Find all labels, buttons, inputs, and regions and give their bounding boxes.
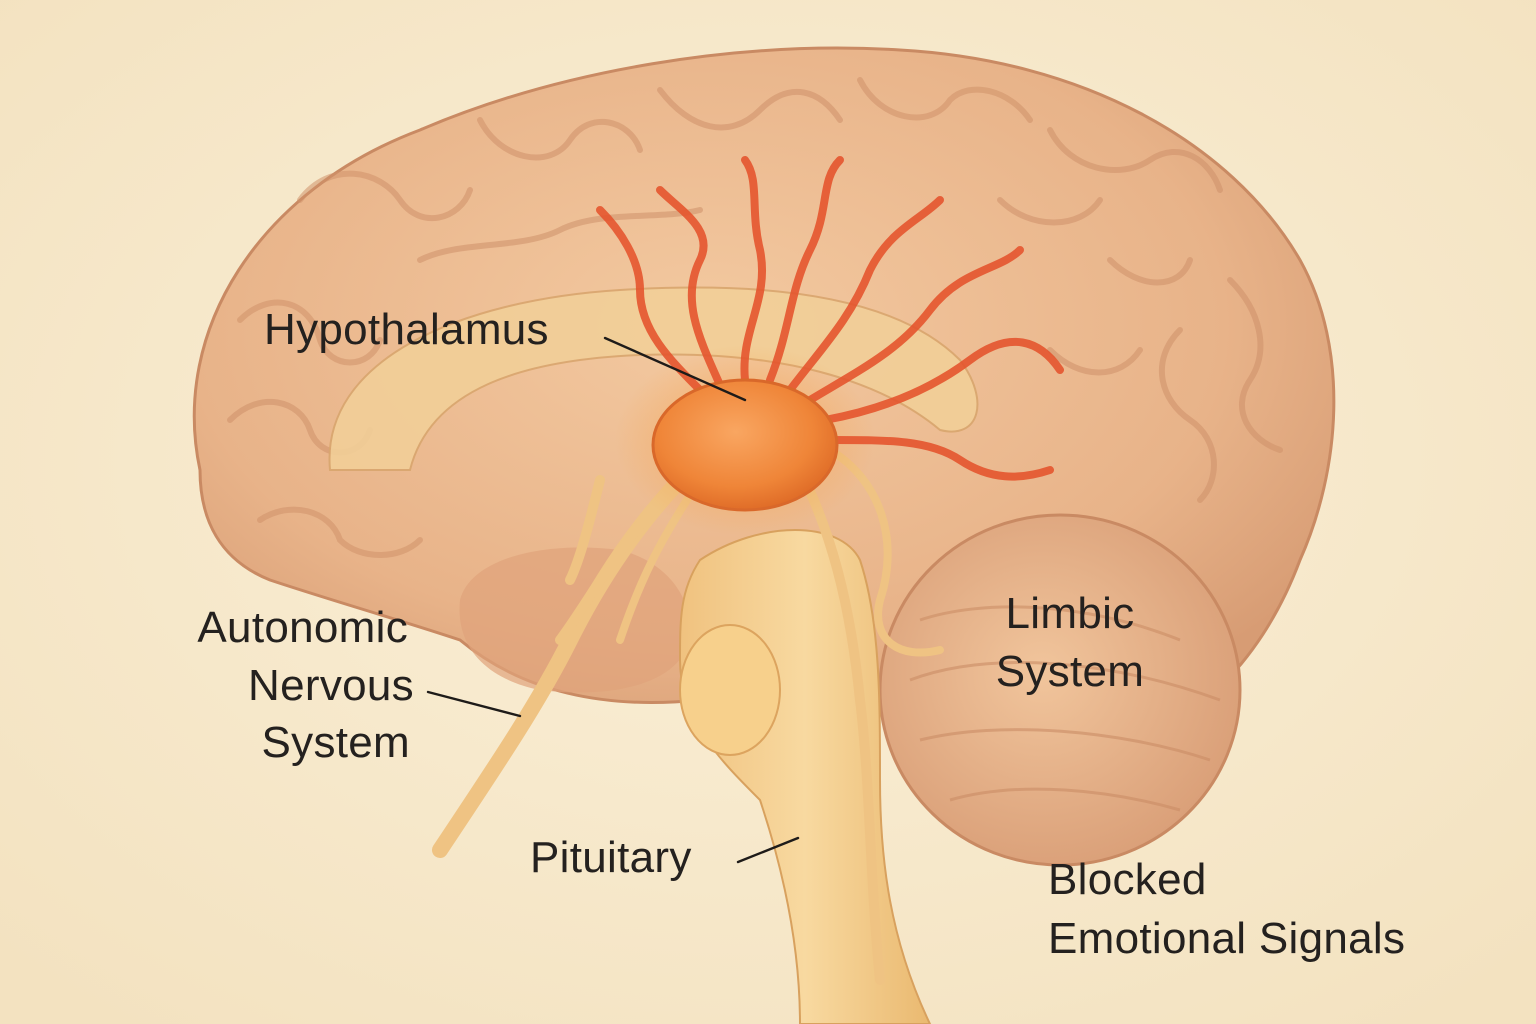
pituitary-label: Pituitary (530, 833, 692, 882)
blocked-label-line2: Emotional Signals (1048, 914, 1405, 963)
limbic-label-line2: System (996, 647, 1145, 696)
autonomic-label-line2: Nervous (248, 661, 414, 710)
autonomic-label-line3: System (262, 718, 411, 767)
autonomic-label-line1: Autonomic (197, 603, 408, 652)
limbic-label-line1: Limbic (1006, 589, 1135, 638)
pituitary-gland (680, 625, 780, 755)
blocked-label-line1: Blocked (1048, 855, 1207, 904)
hypothalamus-label: Hypothalamus (264, 305, 549, 354)
